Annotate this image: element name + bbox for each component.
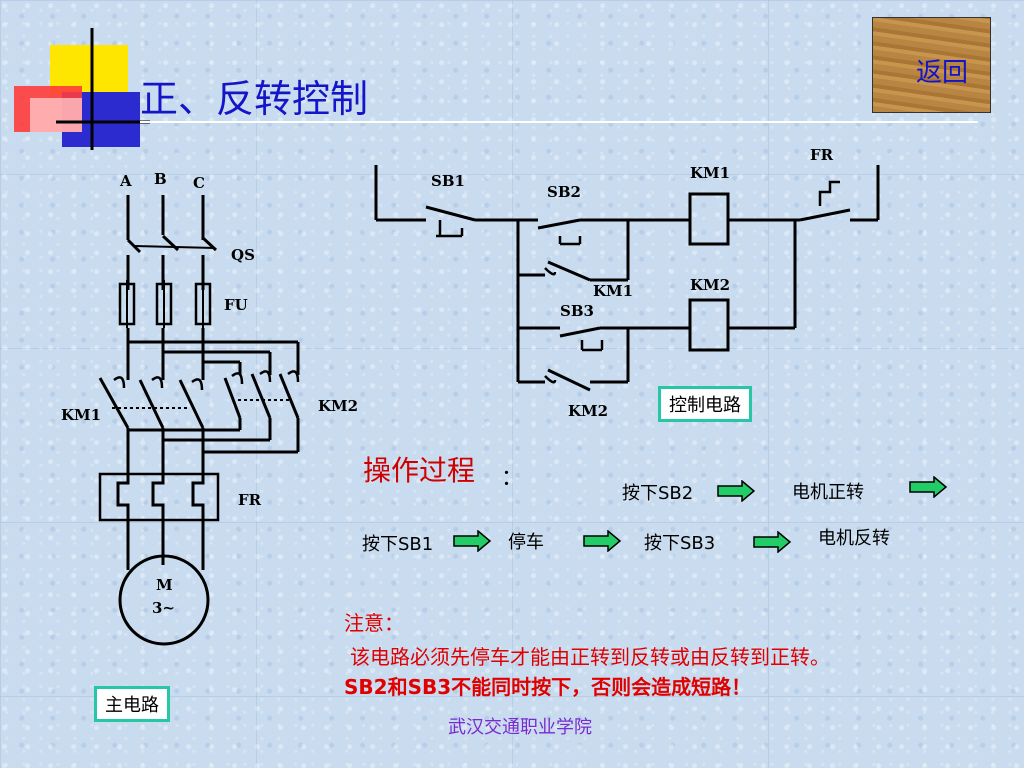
fr-main-label: FR — [238, 491, 262, 509]
title-underline — [140, 121, 978, 123]
motor-label-line1: M — [156, 576, 173, 594]
phase-a-label: A — [120, 172, 132, 190]
km1-main-label: KM1 — [61, 406, 102, 424]
step-stop: 停车 — [508, 532, 544, 553]
main-circuit-diagram — [98, 195, 300, 646]
control-circuit-diagram — [374, 165, 880, 392]
sb1-label: SB1 — [431, 172, 465, 190]
arrow-right-icon — [453, 530, 492, 552]
fr-control-label: FR — [810, 146, 834, 164]
operation-title: 操作过程 — [363, 454, 476, 487]
arrow-right-icon — [717, 480, 756, 502]
control-circuit-caption: 控制电路 — [658, 386, 752, 422]
main-circuit-caption: 主电路 — [94, 686, 170, 722]
step-motor-forward: 电机正转 — [792, 482, 864, 503]
km1-coil-label: KM1 — [690, 164, 731, 182]
back-button[interactable]: 返回 — [872, 17, 991, 113]
note-line2: SB2和SB3不能同时按下，否则会造成短路！ — [344, 675, 752, 699]
km2-contact-label: KM2 — [568, 402, 609, 420]
page-title: 正、反转控制 — [140, 77, 369, 121]
fu-label: FU — [224, 296, 248, 314]
phase-c-label: C — [193, 174, 205, 192]
sb3-label: SB3 — [560, 302, 594, 320]
km2-main-label: KM2 — [318, 397, 359, 415]
arrow-right-icon — [909, 476, 948, 498]
step-press-sb3: 按下SB3 — [644, 533, 716, 554]
footer-institution: 武汉交通职业学院 — [448, 717, 592, 738]
step-press-sb2: 按下SB2 — [622, 483, 694, 504]
qs-label: QS — [231, 246, 255, 264]
phase-b-label: B — [154, 170, 167, 188]
km1-contact-label: KM1 — [593, 282, 634, 300]
sb2-label: SB2 — [547, 183, 581, 201]
note-line1: 该电路必须先停车才能由正转到反转或由反转到正转。 — [350, 645, 830, 669]
arrow-right-icon — [583, 530, 622, 552]
operation-colon: ： — [501, 466, 524, 491]
decorative-squares — [14, 28, 150, 150]
motor-label-line2: 3~ — [152, 599, 176, 617]
step-motor-reverse: 电机反转 — [818, 528, 890, 549]
km2-coil-label: KM2 — [690, 276, 731, 294]
back-button-label: 返回 — [915, 58, 968, 88]
note-label: 注意： — [344, 611, 404, 635]
step-press-sb1: 按下SB1 — [362, 534, 434, 555]
arrow-right-icon — [753, 531, 792, 553]
